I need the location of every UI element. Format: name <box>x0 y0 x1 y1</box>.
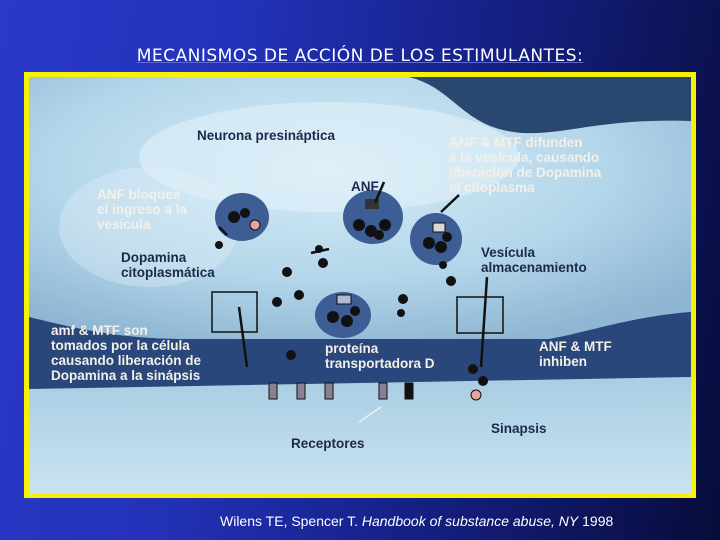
label-anf-bloquea: ANF bloquea el ingreso a la vesícula <box>97 187 187 232</box>
vesicle-left <box>215 193 269 241</box>
label-sinapsis: Sinapsis <box>491 421 547 436</box>
label-amf-mtf-tomados: amf & MTF son tomados por la célula caus… <box>51 323 201 383</box>
postsynaptic-membrane <box>29 377 691 493</box>
label-neurona-presinaptica: Neurona presináptica <box>197 128 335 143</box>
label-dopamina-citoplasmatica: Dopamina citoplasmática <box>121 250 215 280</box>
label-anf: ANF <box>351 179 379 194</box>
slide-title: MECANISMOS DE ACCIÓN DE LOS ESTIMULANTES… <box>0 46 720 66</box>
citation-authors: Wilens TE, Spencer T. <box>220 513 362 529</box>
citation-work: Handbook of substance abuse, NY <box>362 513 578 529</box>
vesicle-right <box>410 213 462 265</box>
label-receptores: Receptores <box>291 436 365 451</box>
label-vesicula-almacenamiento: Vesícula almacenamiento <box>481 245 587 275</box>
label-anf-mtf-inhiben: ANF & MTF inhiben <box>539 339 612 369</box>
label-anf-mtf-difunden: ANF & MTF difunden a la vesícula, causan… <box>449 135 601 195</box>
diagram-frame: Neurona presináptica ANF & MTF difunden … <box>24 72 696 498</box>
label-proteina-transportadora: proteína transportadora D <box>325 341 435 371</box>
citation: Wilens TE, Spencer T. Handbook of substa… <box>220 513 613 529</box>
citation-year: 1998 <box>578 513 613 529</box>
vesicle-bottom <box>315 292 371 338</box>
vesicle-center <box>343 190 403 244</box>
